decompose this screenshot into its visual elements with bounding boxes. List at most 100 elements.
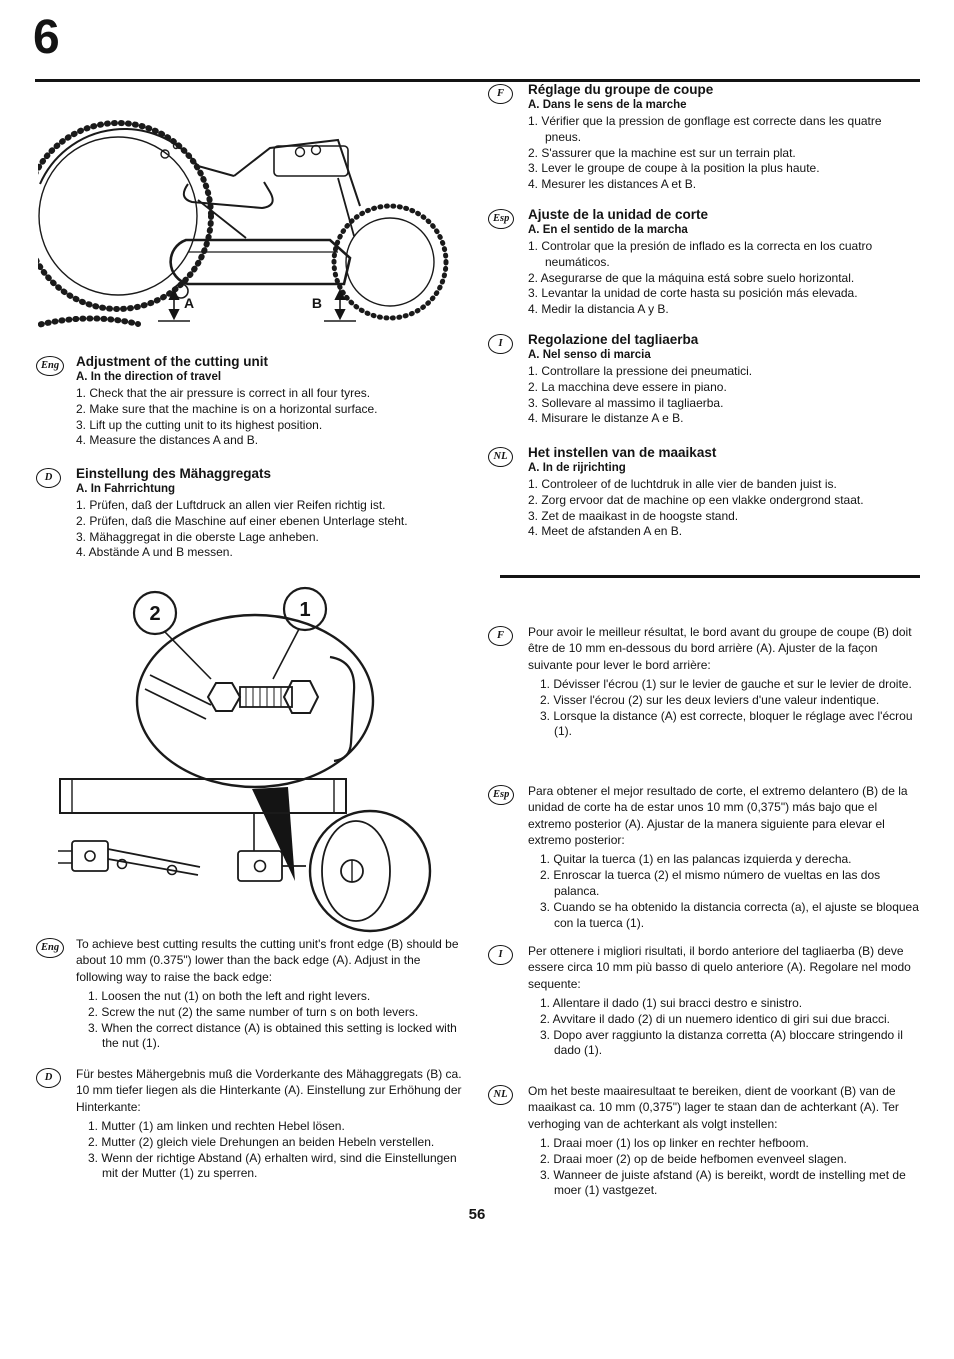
support-wheel-rim [321,820,391,922]
lang-badge-eng: Eng [36,356,65,377]
console [233,138,361,207]
lang-badge-nl: NL [488,1085,513,1106]
list-item: 1. Quitar la tuerca (1) en las palancas … [540,852,852,867]
section-de-einstellung: D Einstellung des Mähaggregats A. In Fah… [36,466,462,561]
list-item: 3. Wenn der richtige Abstand (A) erhalte… [88,1150,457,1181]
frame-beam [59,778,347,814]
middle-bracket [237,850,283,882]
section-subtitle: A. In the direction of travel [76,371,222,383]
section-subtitle: A. Nel senso di marcia [528,349,651,361]
list-item: 3. Lift up the cutting unit to its highe… [76,417,323,432]
section-title: Réglage du groupe de coupe [528,82,714,97]
list-item: 3. Mähaggregat in die oberste Lage anheb… [76,529,319,544]
list-item: 4. Meet de afstanden A en B. [528,524,683,539]
section-es-ajuste: Esp Ajuste de la unidad de corte A. En e… [488,207,920,318]
list-item: 2. Screw the nut (2) the same number of … [88,1004,419,1019]
page-number: 56 [468,1206,486,1223]
paragraph-it-best-results: I Per ottenere i migliori risultati, il … [488,943,922,1059]
left-bracket-bolt [84,850,96,862]
list-item: 1. Check that the air pressure is correc… [76,386,371,400]
list-item: 3. Zet de maaikast in de hoogste stand. [528,508,739,523]
list-item: 1. Loosen the nut (1) on both the left a… [88,988,371,1003]
callout-leader-1 [272,628,300,680]
list-item: 4. Misurare le distanze A e B. [528,411,684,426]
control-knob [160,149,170,159]
paragraph-intro: To achieve best cutting results the cutt… [76,937,459,984]
rear-wheel-rim [38,136,198,296]
list-item: 2. Zorg ervoor dat de machine op een vla… [528,492,864,507]
section-title: Einstellung des Mähaggregats [76,466,272,481]
list-item: 2. Make sure that the machine is on a ho… [76,401,378,416]
ground-hatch [38,315,141,329]
list-item: 2. S'assurer que la machine est sur un t… [528,145,796,160]
figure-cutting-unit-side-view: A B [38,88,462,340]
distance-label-a: A [184,295,194,311]
middle-bracket-bolt [253,859,267,873]
section-title: Adjustment of the cutting unit [76,354,268,369]
paragraph-intro: Per ottenere i migliori risultati, il bo… [528,944,911,991]
support-wheel-tyre [308,809,432,933]
figure-adjustment-detail: 2 1 [48,583,440,935]
thread-ticks [245,687,282,707]
lever-arm [107,848,201,876]
list-item: 3. Lever le groupe de coupe à la positio… [528,161,820,176]
left-bracket [71,840,109,872]
list-item: 1. Dévisser l'écrou (1) sur le levier de… [540,676,912,691]
seat [182,181,274,210]
paragraph-intro: Für bestes Mähergebnis muß die Vorderkan… [76,1067,462,1114]
front-wheel-rim [345,217,435,307]
callout-label-1: 1 [299,599,310,621]
list-item: 1. Mutter (1) am linken und rechten Hebe… [88,1118,345,1133]
list-item: 3. Lorsque la distance (A) est correcte,… [540,708,913,739]
cutting-deck [169,238,352,286]
distance-label-b: B [312,295,322,311]
list-item: 2. Visser l'écrou (2) sur les deux levie… [540,692,880,707]
list-item: 3. Levantar la unidad de corte hasta su … [528,286,858,301]
rear-wheel [38,120,214,312]
lang-badge-fr: F [488,84,513,105]
list-item: 2. Asegurarse de que la máquina está sob… [528,270,855,285]
list-item: 4. Abstände A und B messen. [76,545,233,560]
list-item: 1. Draai moer (1) los op linker en recht… [540,1135,809,1150]
callout-circle-1 [282,586,328,632]
lang-badge-nl: NL [488,447,513,468]
list-item: 2. Draai moer (2) op de beide hefbomen e… [540,1151,847,1166]
beam-end-ticks [71,779,335,813]
paragraph-intro: Para obtener el mejor resultado de corte… [528,784,908,847]
pointer-triangle [252,787,295,881]
control-knob [310,144,322,156]
lang-badge-fr: F [488,626,513,647]
list-item: 1. Controleer of de luchtdruk in alle vi… [528,477,837,491]
section-title: Het instellen van de maaikast [528,445,717,460]
list-item: 3. Cuando se ha obtenido la distancia co… [540,899,919,930]
chapter-number: 6 [33,11,61,64]
section-title: Regolazione del tagliaerba [528,332,699,347]
paragraph-de-best-results: D Für bestes Mähergebnis muß die Vorderk… [36,1066,466,1182]
section-subtitle: A. Dans le sens de la marche [528,99,687,111]
lang-badge-de: D [36,1068,61,1089]
section-fr-reglage: F Réglage du groupe de coupe A. Dans le … [488,82,920,193]
lever-lines [144,674,212,720]
hook-rod [329,655,356,763]
figure1-svg: A B [38,120,449,329]
list-item: 2. La macchina deve essere in piano. [528,379,727,394]
paragraph-nl-best-results: NL Om het beste maairesultaat te bereike… [488,1083,922,1199]
list-item: 3. Wanneer de juiste afstand (A) is bere… [540,1167,906,1198]
list-item: 3. When the correct distance (A) is obta… [88,1020,457,1051]
section-eng-adjustment: Eng Adjustment of the cutting unit A. In… [36,354,462,449]
paragraph-intro: Pour avoir le meilleur résultat, le bord… [528,625,912,672]
paragraph-eng-best-results: Eng To achieve best cutting results the … [36,936,466,1052]
list-item: 1. Allentare il dado (1) sui bracci dest… [540,995,803,1010]
figure2-svg: 2 1 [58,586,432,933]
lang-badge-de: D [36,468,61,489]
lang-badge-it: I [488,945,513,966]
nut-2 [206,682,242,712]
callout-label-2: 2 [149,603,160,625]
paragraph-es-best-results: Esp Para obtener el mejor resultado de c… [488,783,922,931]
list-item: 2. Prüfen, daß die Maschine auf einer eb… [76,513,408,528]
list-item: 1. Controlar que la presión de inflado e… [528,239,873,269]
section-nl-instellen: NL Het instellen van de maaikast A. In d… [488,445,920,540]
lever-bolt [166,864,178,876]
front-wheel [331,203,449,321]
